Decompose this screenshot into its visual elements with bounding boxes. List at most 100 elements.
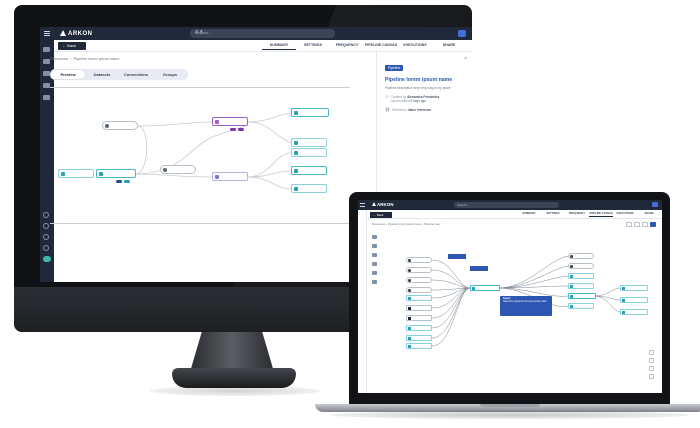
pipeline-node[interactable] (568, 253, 594, 259)
tab-settings[interactable]: SETTINGS (546, 212, 560, 215)
pipeline-node[interactable] (406, 257, 432, 263)
pipeline-node[interactable] (291, 148, 327, 157)
pipeline-node[interactable] (102, 121, 138, 130)
back-button[interactable]: ← Back (370, 211, 392, 218)
tab-pipeline-canvas[interactable]: PIPELINE CANVAS (364, 43, 398, 47)
pipeline-node[interactable] (406, 315, 432, 321)
pipeline-node[interactable] (96, 169, 136, 178)
search-input[interactable]: Search... ⌕ ▾ (190, 29, 335, 38)
tool-icon[interactable] (372, 253, 377, 257)
link-icon: ⛓ (385, 107, 391, 112)
tab-executions[interactable]: EXECUTIONS (616, 212, 634, 215)
pipeline-icon[interactable] (43, 71, 50, 76)
subtab-preview[interactable]: Preview (51, 70, 85, 79)
folder-icon[interactable] (43, 212, 49, 218)
info-icon[interactable] (43, 245, 49, 251)
search-input[interactable]: Search... (454, 202, 559, 208)
help-icon[interactable] (43, 223, 49, 229)
lock-icon[interactable] (649, 374, 654, 379)
canvas-tools (372, 235, 377, 289)
user-badge[interactable] (43, 256, 51, 262)
toolbar-button[interactable] (626, 222, 632, 227)
menu-icon[interactable] (44, 31, 50, 36)
breadcrumb-item[interactable]: Resources (372, 222, 386, 226)
pipeline-node[interactable] (406, 343, 432, 349)
subtab-datasets[interactable]: Datasets (93, 72, 111, 77)
user-avatar[interactable] (458, 30, 466, 37)
pipeline-node[interactable] (406, 305, 432, 311)
pipeline-node[interactable] (58, 169, 94, 178)
panel-description: Pipeline description very very long in m… (385, 86, 451, 90)
tab-summary[interactable]: SUMMARY (522, 212, 536, 215)
tool-icon[interactable] (372, 280, 377, 284)
pipeline-node-selected[interactable] (212, 117, 248, 126)
zoom-in-icon[interactable] (649, 350, 654, 355)
settings-icon[interactable] (43, 234, 49, 240)
tab-share[interactable]: SHARE (442, 43, 456, 47)
tab-settings[interactable]: SETTINGS (304, 43, 322, 47)
laptop-screen: ARKON Search... ← Back SUMMARY SETTINGS … (358, 200, 662, 393)
pipeline-node[interactable] (406, 295, 432, 301)
pipeline-node[interactable] (291, 108, 329, 117)
tool-icon[interactable] (372, 271, 377, 275)
close-icon[interactable]: × (464, 56, 467, 62)
pipeline-node[interactable] (620, 309, 648, 315)
tab-frequency[interactable]: FREQUENCY (568, 212, 586, 215)
breadcrumb-item[interactable]: Pipeline lorem ipsum name (387, 222, 422, 226)
back-button[interactable]: ← Back (58, 42, 86, 50)
node-counter (124, 180, 130, 183)
page-tabs: SUMMARY SETTINGS FREQUENCY PIPELINE CANV… (262, 43, 466, 50)
node-counter (116, 180, 122, 183)
pipeline-node[interactable] (291, 184, 327, 193)
folder-icon[interactable] (43, 47, 50, 52)
pipeline-node[interactable] (568, 303, 594, 309)
sub-nav-bar: ← Back SUMMARY SETTINGS FREQUENCY PIPELI… (367, 210, 662, 219)
pipeline-node[interactable] (620, 285, 648, 291)
menu-icon[interactable] (360, 203, 365, 207)
top-nav-bar: ARKON Search... (358, 200, 662, 210)
pipeline-node[interactable] (470, 285, 500, 291)
pipeline-node[interactable] (406, 267, 432, 273)
pipeline-node[interactable] (291, 138, 327, 147)
subtab-groups[interactable]: Groups (162, 72, 178, 77)
user-icon: ⚇ (385, 94, 389, 99)
page-tabs: SUMMARY SETTINGS FREQUENCY PIPELINE CANV… (517, 212, 661, 217)
pipeline-node[interactable] (406, 277, 432, 283)
database-icon[interactable] (43, 59, 50, 64)
user-avatar[interactable] (652, 202, 658, 207)
pipeline-node[interactable] (406, 325, 432, 331)
chart-icon[interactable] (43, 95, 50, 100)
top-nav-bar: ARKON Search... ⌕ ▾ (40, 27, 472, 40)
type-badge: Pipeline (385, 65, 404, 71)
pipeline-node[interactable] (160, 165, 196, 174)
pipeline-node[interactable] (620, 297, 648, 303)
pipeline-node[interactable] (291, 166, 327, 175)
pipeline-edges (99, 112, 292, 190)
breadcrumb-item[interactable]: Resources (50, 57, 69, 61)
pipeline-node[interactable] (568, 273, 594, 279)
monitor-stand-base (172, 368, 296, 388)
pipeline-node[interactable] (212, 172, 248, 181)
node-counter (238, 128, 244, 131)
pipeline-node[interactable] (406, 287, 432, 293)
tool-icon[interactable] (372, 262, 377, 266)
toolbar-button[interactable] (642, 222, 648, 227)
tab-frequency[interactable]: FREQUENCY (335, 43, 359, 47)
pipeline-node[interactable] (568, 263, 594, 269)
tool-icon[interactable] (372, 235, 377, 239)
subtab-connections[interactable]: Connections (123, 72, 149, 77)
toolbar-button[interactable] (634, 222, 640, 227)
tab-pipeline-canvas[interactable]: PIPELINE CANVAS (589, 212, 613, 217)
sync-icon[interactable] (43, 83, 50, 88)
monitor-stand-neck (190, 332, 274, 372)
toolbar-button[interactable] (650, 222, 656, 227)
tab-executions[interactable]: EXECUTIONS (403, 43, 427, 47)
pipeline-node[interactable] (568, 293, 596, 299)
tab-summary[interactable]: SUMMARY (262, 43, 296, 50)
zoom-out-icon[interactable] (649, 358, 654, 363)
pipeline-node[interactable] (568, 283, 594, 289)
fit-view-icon[interactable] (649, 366, 654, 371)
tab-share[interactable]: SHARE (644, 212, 654, 215)
pipeline-node[interactable] (406, 335, 432, 341)
tool-icon[interactable] (372, 244, 377, 248)
